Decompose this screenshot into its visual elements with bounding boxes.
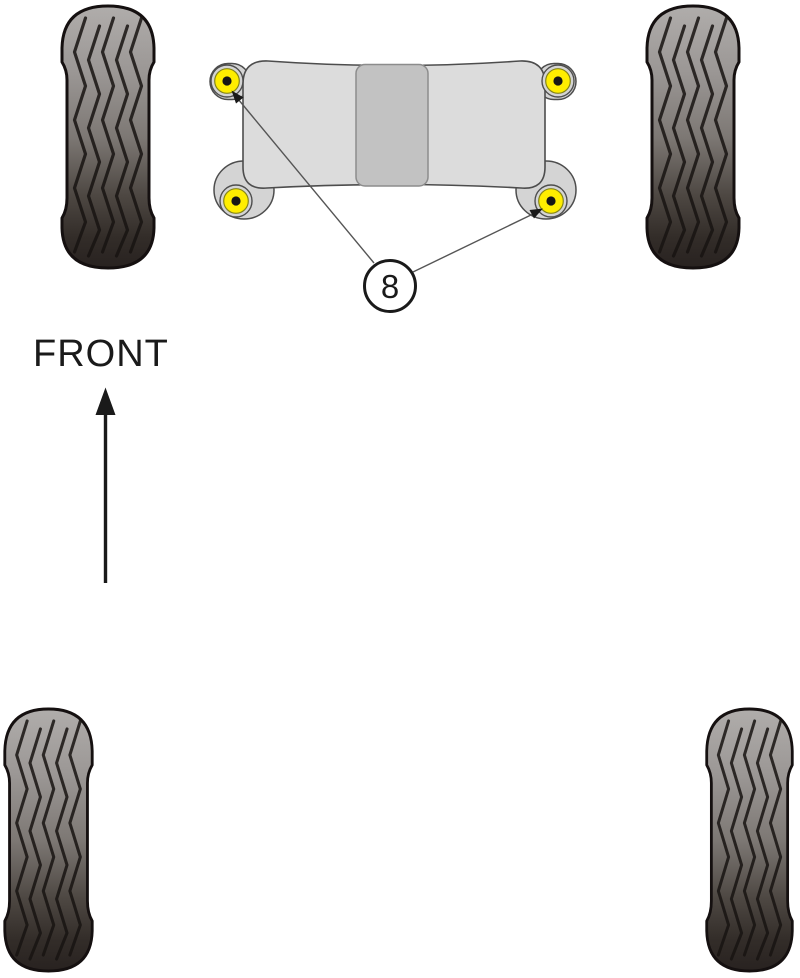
bushing-bottom-left	[219, 184, 253, 218]
leader-arrowhead-right-icon	[529, 208, 543, 219]
arrow-head	[95, 387, 116, 415]
callout-leader-line-right	[412, 213, 534, 273]
subframe-center-section	[355, 63, 429, 187]
tire-front-left	[60, 4, 156, 270]
front-label: FRONT	[33, 333, 169, 375]
tire-rear-right	[705, 707, 794, 973]
tire-front-right	[645, 4, 741, 270]
part-callout-8[interactable]: 8	[363, 259, 417, 313]
tire-rear-left	[3, 707, 94, 973]
leader-arrowhead-left-icon	[231, 90, 244, 104]
front-subframe	[209, 60, 577, 220]
bushing-bottom-right	[534, 184, 568, 218]
callout-leaders	[231, 90, 543, 273]
callout-circle[interactable]	[363, 259, 417, 313]
front-direction-up-arrow-icon	[95, 387, 116, 583]
bushing-top-left	[210, 64, 244, 98]
bushing-top-right	[541, 64, 575, 98]
callout-leader-line-left	[237, 98, 375, 264]
callout-number: 8	[381, 268, 399, 305]
